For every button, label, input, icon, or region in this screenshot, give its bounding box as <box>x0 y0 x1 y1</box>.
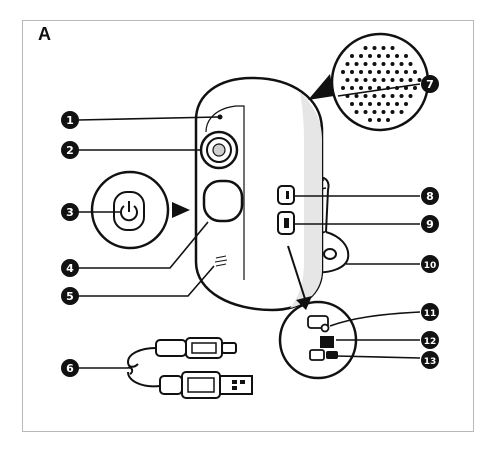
ports-leader <box>287 245 307 303</box>
callout-number: 12 <box>424 337 437 347</box>
speaker-pointer <box>308 74 334 100</box>
side-ports <box>277 185 295 235</box>
usb-cable <box>126 337 253 399</box>
callout-number: 6 <box>66 362 74 375</box>
callout-2: 2 <box>61 141 79 159</box>
callout-number: 5 <box>66 290 74 303</box>
panel-label: A <box>38 24 51 44</box>
callout-4: 4 <box>61 259 79 277</box>
leader-lines <box>77 83 421 369</box>
callout-5: 5 <box>61 287 79 305</box>
callout-1: 1 <box>61 111 79 129</box>
power-button-zoom <box>90 170 170 250</box>
callout-12: 12 <box>421 331 439 349</box>
power-pointer <box>172 202 190 218</box>
callout-number: 13 <box>424 357 437 367</box>
callout-number: 3 <box>66 206 74 219</box>
callout-11: 11 <box>421 303 439 321</box>
callout-13: 13 <box>421 351 439 369</box>
callout-number: 2 <box>66 144 74 157</box>
callout-number: 1 <box>66 114 74 127</box>
camera-lens <box>199 130 239 170</box>
callout-3: 3 <box>61 203 79 221</box>
callout-number: 9 <box>426 218 434 231</box>
callout-6: 6 <box>61 359 79 377</box>
callout-number: 11 <box>424 309 437 319</box>
callout-9: 9 <box>421 215 439 233</box>
ports-pointer <box>296 296 312 310</box>
callout-7: 7 <box>421 75 439 93</box>
speaker-zoom <box>330 32 430 132</box>
callout-number: 10 <box>424 261 437 271</box>
callout-8: 8 <box>421 187 439 205</box>
callout-10: 10 <box>421 255 439 273</box>
pir-window <box>202 179 244 223</box>
sensor-dot <box>217 114 223 120</box>
callout-number: 8 <box>426 190 434 203</box>
callout-number: 7 <box>426 78 434 91</box>
figure-frame <box>22 20 474 432</box>
ports-zoom <box>278 300 358 380</box>
callout-number: 4 <box>66 262 74 275</box>
microphone <box>214 255 228 267</box>
